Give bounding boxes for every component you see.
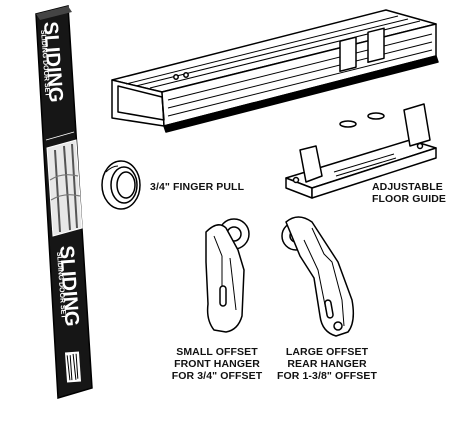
- track-rail: [111, 9, 439, 133]
- large-hanger-label-line-1: LARGE OFFSET: [285, 346, 369, 358]
- floor-guide-label: ADJUSTABLE FLOOR GUIDE: [372, 181, 468, 205]
- small-hanger-label: SMALL OFFSET FRONT HANGER FOR 3/4" OFFSE…: [158, 346, 276, 382]
- package-subtitle-bottom: SLIDING DOOR SET: [55, 252, 67, 320]
- floor-guide-label-line-2: FLOOR GUIDE: [372, 193, 447, 205]
- small-hanger-label-line-1: SMALL OFFSET: [176, 346, 258, 358]
- small-offset-hanger: [205, 218, 250, 333]
- small-hanger-label-line-2: FRONT HANGER: [174, 358, 260, 370]
- package-box: SLIDING SLIDING DOOR SET SLIDING SLIDING…: [35, 5, 93, 399]
- floor-guide: [285, 27, 437, 199]
- finger-pull-label: 3/4" FINGER PULL: [150, 181, 244, 193]
- finger-pull-label-line: 3/4" FINGER PULL: [150, 181, 245, 193]
- small-hanger-label-line-3: FOR 3/4" OFFSET: [171, 370, 263, 382]
- finger-pull: [101, 160, 141, 210]
- large-hanger-label: LARGE OFFSET REAR HANGER FOR 1-3/8" OFFS…: [262, 346, 392, 382]
- floor-guide-label-line-1: ADJUSTABLE: [372, 181, 443, 193]
- large-hanger-label-line-3: FOR 1-3/8" OFFSET: [276, 370, 378, 382]
- large-offset-hanger: [281, 216, 355, 337]
- package-subtitle-top: SLIDING DOOR SET: [39, 30, 51, 98]
- large-hanger-label-line-2: REAR HANGER: [287, 358, 367, 370]
